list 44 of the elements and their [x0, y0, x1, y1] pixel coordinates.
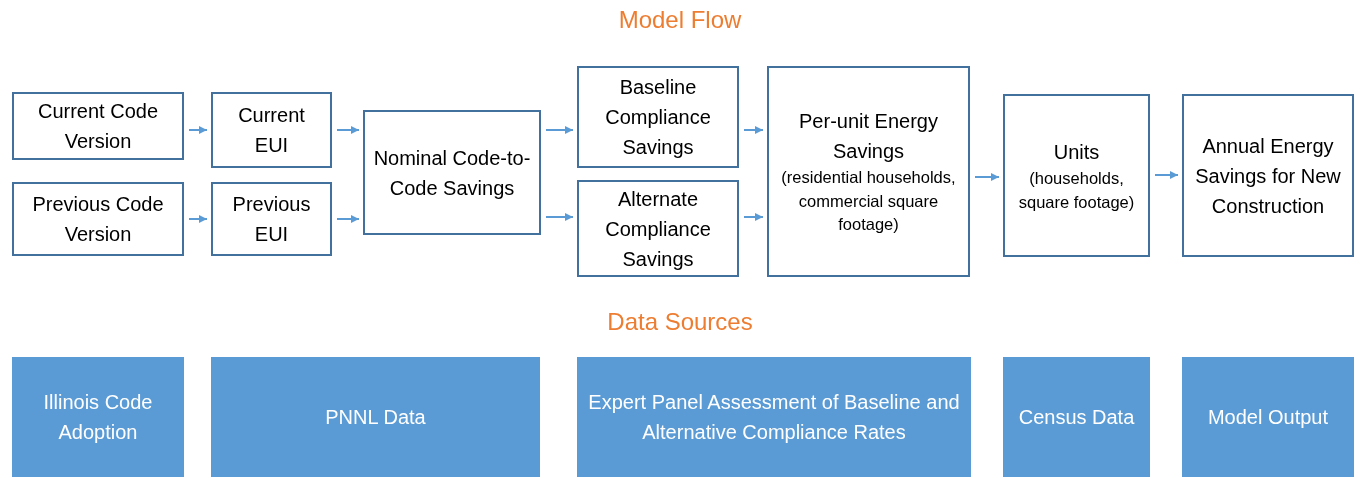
process-box [1182, 94, 1354, 257]
arrow [974, 173, 1000, 181]
process-box [12, 92, 184, 160]
box-label: Previous Code Version [31, 192, 165, 247]
box-label: Current Code Version [36, 99, 160, 154]
arrow [188, 215, 208, 223]
process-box [211, 92, 332, 168]
box-label: Alternate Compliance Savings [604, 186, 712, 272]
box-label: Current EUI [237, 103, 306, 158]
section-heading: Data Sources [606, 308, 754, 336]
arrow [336, 126, 360, 134]
box-label: Model Output [1207, 405, 1329, 430]
box-label: Annual Energy Savings for New Construction [1194, 133, 1342, 219]
process-box [577, 66, 739, 168]
process-box [767, 66, 970, 277]
process-box [363, 110, 541, 235]
data-source-box [577, 357, 971, 477]
arrow [1154, 171, 1179, 179]
box-label: Nominal Code-to-Code Savings [372, 145, 532, 201]
process-box [1003, 94, 1150, 257]
data-source-box [1182, 357, 1354, 477]
box-note: (households, square footage) [1017, 167, 1136, 213]
box-label: Units [1053, 139, 1100, 165]
data-source-box [12, 357, 184, 477]
box-note: (residential households, commercial square footage) [780, 166, 957, 236]
box-label: Illinois Code Adoption [42, 390, 154, 445]
arrow [188, 126, 208, 134]
box-label: Per-unit Energy Savings [798, 108, 939, 164]
arrow [743, 126, 764, 134]
process-box [211, 182, 332, 256]
diagram-title: Model Flow [617, 6, 743, 34]
arrow [545, 213, 574, 221]
data-source-box [211, 357, 540, 477]
box-label: PNNL Data [325, 405, 426, 430]
arrow [336, 215, 360, 223]
process-box [12, 182, 184, 256]
box-label: Census Data [1018, 405, 1135, 430]
data-source-box [1003, 357, 1150, 477]
process-box [577, 180, 739, 277]
box-label: Baseline Compliance Savings [604, 75, 712, 160]
box-label: Expert Panel Assessment of Baseline and Alternative Compliance Rates [587, 390, 961, 445]
arrow [743, 213, 764, 221]
arrow [545, 126, 574, 134]
box-label: Previous EUI [231, 192, 312, 247]
